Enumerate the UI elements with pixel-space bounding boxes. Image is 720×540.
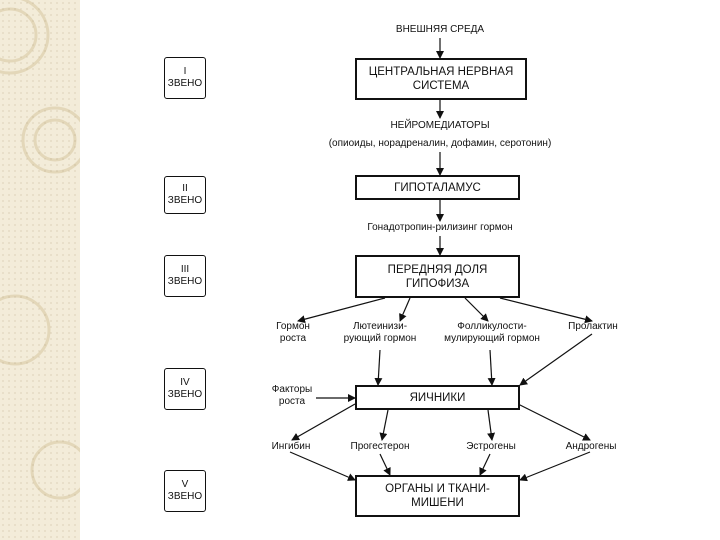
level-word: ЗВЕНО — [167, 78, 203, 89]
growth-factors-label: Факторы роста — [271, 384, 313, 407]
estrogens-label: Эстрогены — [466, 441, 516, 452]
hypothalamus-box: ГИПОТАЛАМУС — [355, 175, 520, 200]
level-number: I — [183, 66, 187, 77]
androgens-label: Андрогены — [565, 441, 617, 452]
decorative-side-pattern — [0, 0, 80, 540]
ovaries-box: ЯИЧНИКИ — [355, 385, 520, 410]
level-word: ЗВЕНО — [167, 276, 203, 287]
level-word: ЗВЕНО — [167, 389, 203, 400]
neurotransmitters-label: НЕЙРОМЕДИАТОРЫ — [390, 120, 490, 131]
fsh-label: Фолликулости- мулирующий гормон — [444, 321, 540, 344]
gnrh-label: Гонадотропин-рилизинг гормон — [367, 222, 513, 233]
prolactin-label: Пролактин — [568, 321, 618, 332]
external-environment-label: ВНЕШНЯЯ СРЕДА — [395, 24, 485, 35]
lh-label: Лютеинизи- рующий гормон — [343, 321, 417, 344]
target-organs-box: ОРГАНЫ И ТКАНИ- МИШЕНИ — [355, 475, 520, 517]
neurotransmitters-list: (опиоиды, норадреналин, дофамин, серотон… — [328, 138, 552, 149]
level-number: IV — [180, 377, 190, 388]
level-word: ЗВЕНО — [167, 491, 203, 502]
progesterone-label: Прогестерон — [350, 441, 410, 452]
anterior-pituitary-box: ПЕРЕДНЯЯ ДОЛЯ ГИПОФИЗА — [355, 255, 520, 298]
level-number: V — [181, 479, 189, 490]
level-number: II — [182, 183, 188, 194]
growth-hormone-label: Гормон роста — [276, 321, 310, 344]
level-word: ЗВЕНО — [167, 195, 203, 206]
inhibin-label: Ингибин — [271, 441, 311, 452]
level-number: III — [180, 264, 190, 275]
cns-box: ЦЕНТРАЛЬНАЯ НЕРВНАЯ СИСТЕМА — [355, 58, 527, 100]
